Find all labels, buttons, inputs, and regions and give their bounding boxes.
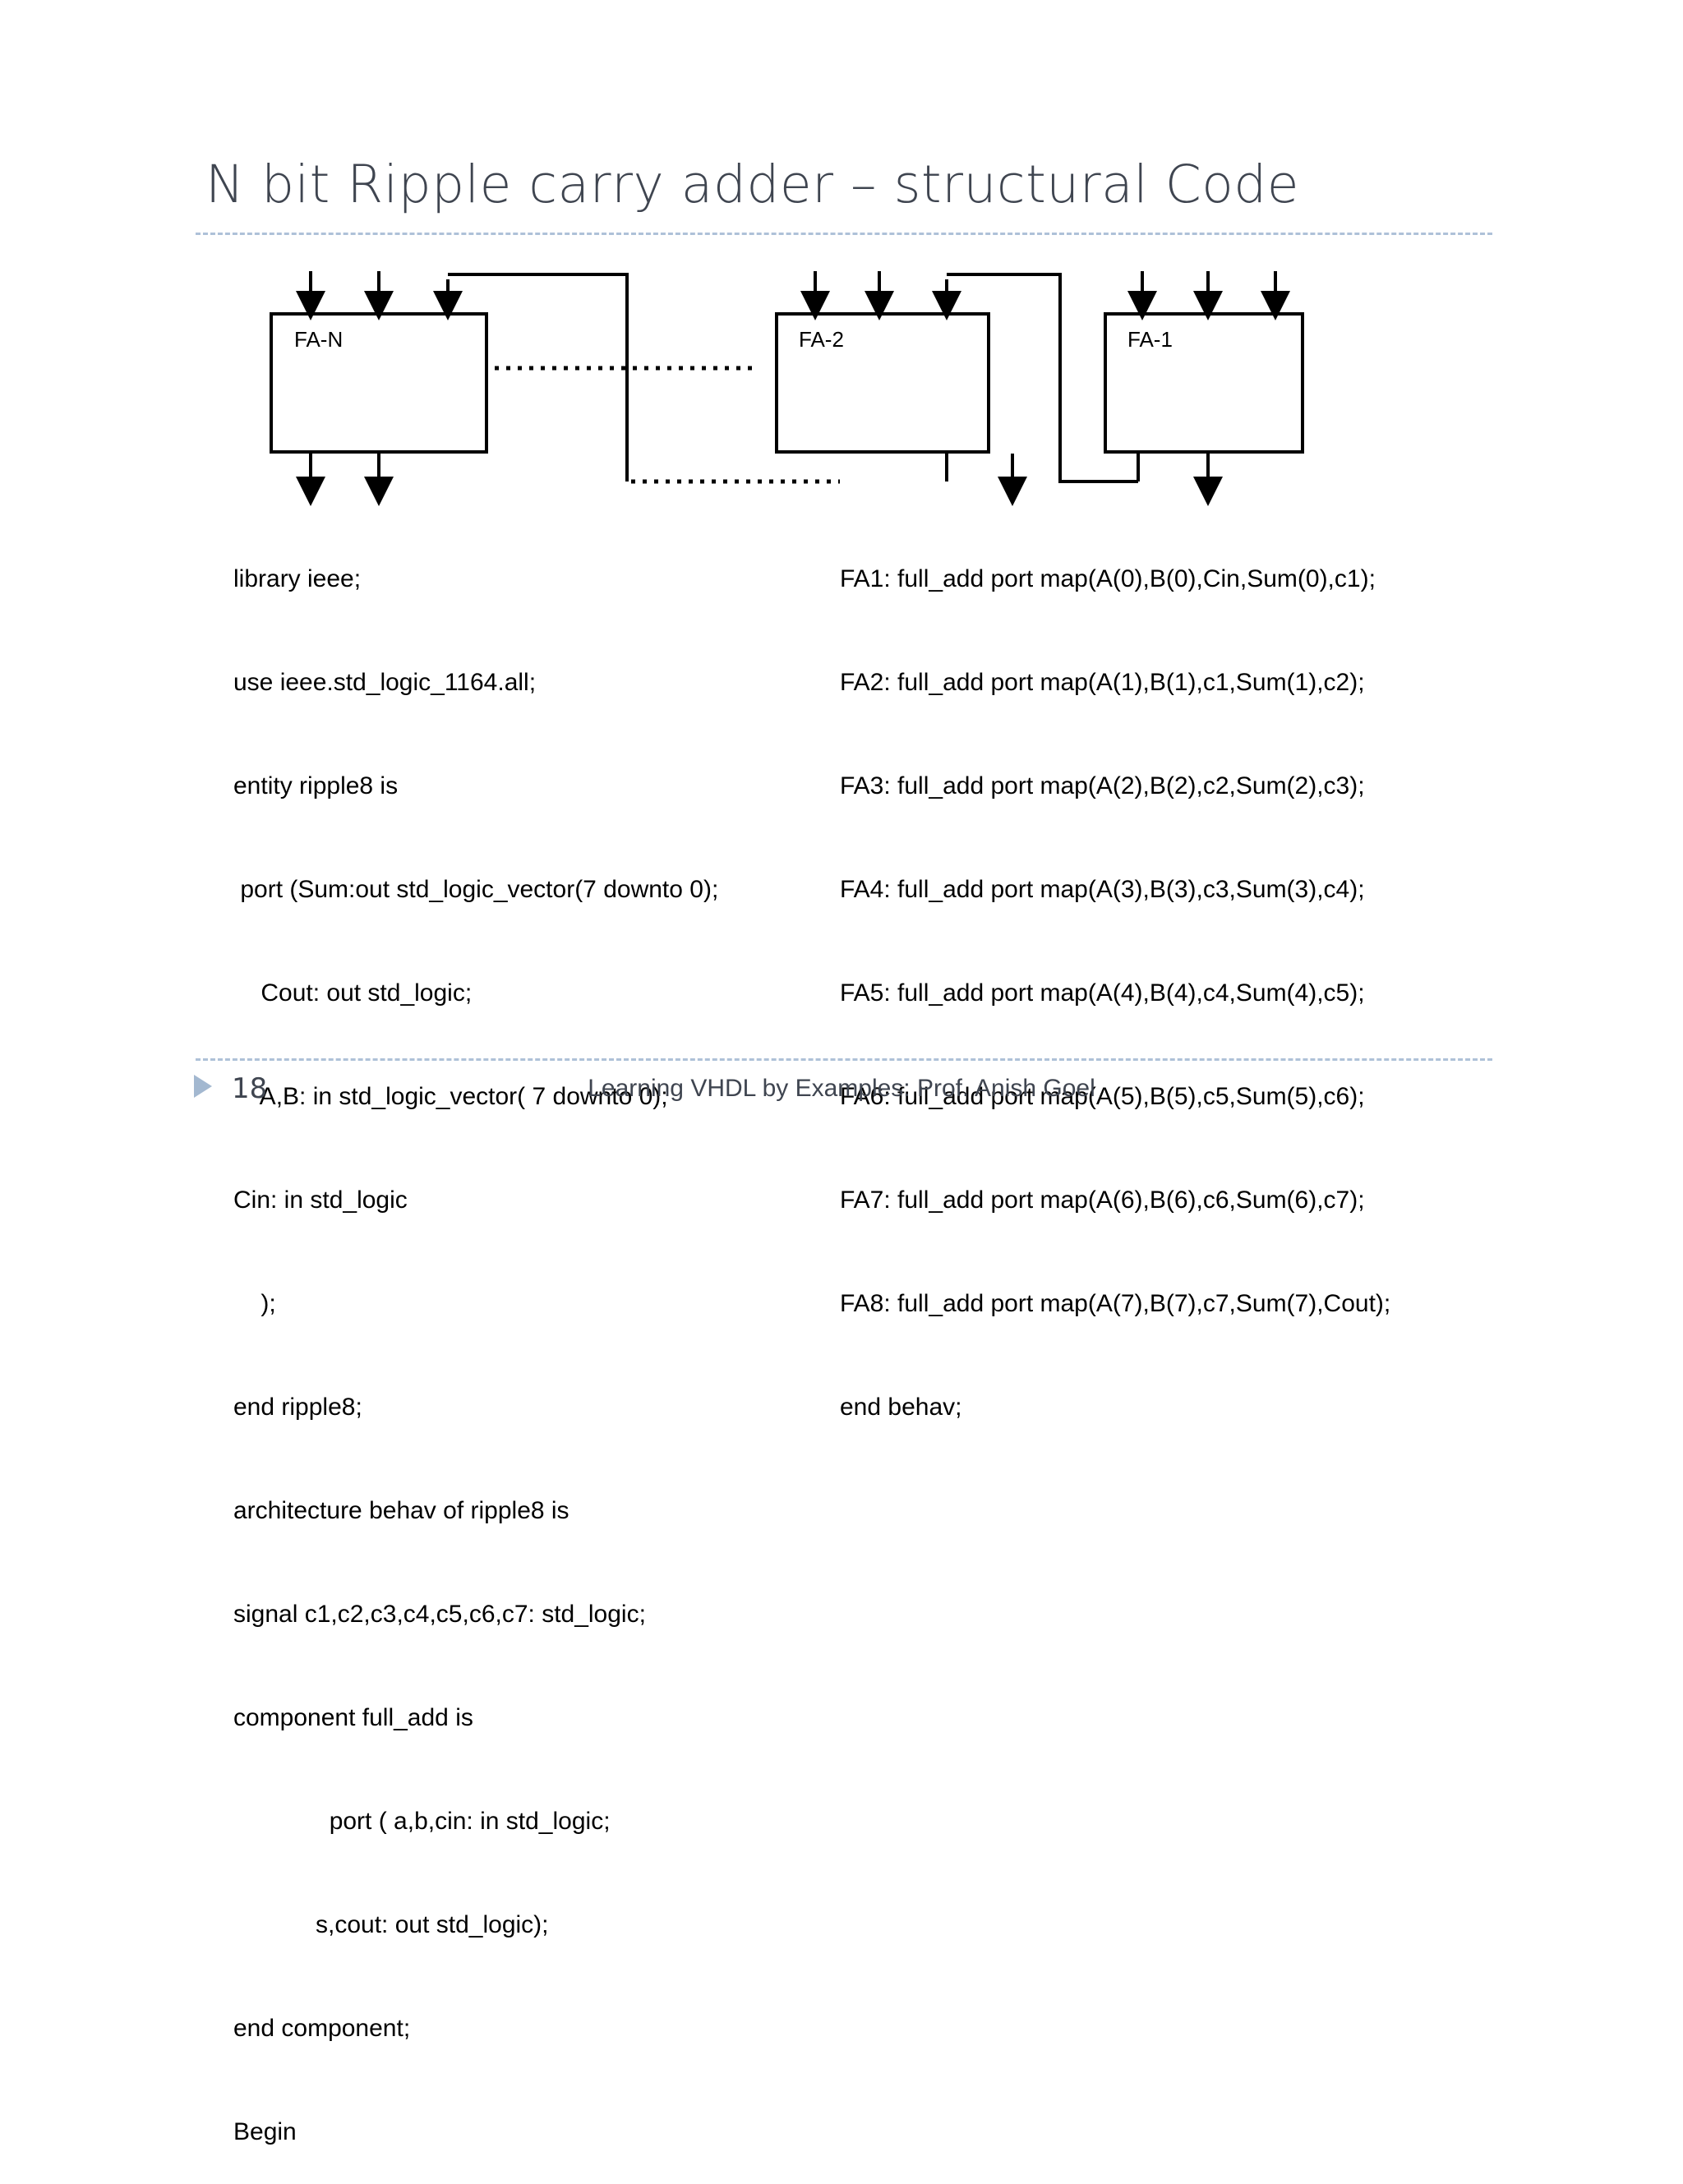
code-line: Cout: out std_logic; xyxy=(233,979,473,1007)
vhdl-code-left-column: library ieee; use ieee.std_logic_1164.al… xyxy=(233,493,809,2184)
code-line: Cin: in std_logic xyxy=(233,1186,408,1214)
footer-divider xyxy=(196,1058,1492,1061)
code-line: entity ripple8 is xyxy=(233,772,399,799)
code-line: FA3: full_add port map(A(2),B(2),c2,Sum(… xyxy=(840,772,1365,799)
code-line: FA4: full_add port map(A(3),B(3),c3,Sum(… xyxy=(840,876,1365,903)
code-line: A,B: in std_logic_vector( 7 downto 0); xyxy=(233,1083,668,1110)
code-line: component full_add is xyxy=(233,1704,473,1731)
fa-1-label: FA-1 xyxy=(1127,327,1173,352)
fa-n-carry-wire xyxy=(448,273,629,481)
code-line: end ripple8; xyxy=(233,1394,362,1421)
code-line: FA5: full_add port map(A(4),B(4),c4,Sum(… xyxy=(840,979,1365,1007)
code-line: port (Sum:out std_logic_vector(7 downto … xyxy=(233,876,719,903)
footer-attribution: Learning VHDL by Examples: Prof. Anish G… xyxy=(588,1075,1095,1102)
code-line: FA7: full_add port map(A(6),B(6),c6,Sum(… xyxy=(840,1186,1365,1214)
page-title: N bit Ripple carry adder – structural Co… xyxy=(205,154,1300,214)
code-line: FA2: full_add port map(A(1),B(1),c1,Sum(… xyxy=(840,669,1365,696)
code-line: FA6: full_add port map(A(5),B(5),c5,Sum(… xyxy=(840,1083,1365,1110)
code-line: ); xyxy=(233,1290,276,1317)
page-number: 18 xyxy=(232,1072,268,1105)
code-line: use ieee.std_logic_1164.all; xyxy=(233,669,537,696)
code-line: end component; xyxy=(233,2015,411,2042)
triangle-bullet-icon xyxy=(194,1075,212,1098)
code-line: FA1: full_add port map(A(0),B(0),Cin,Sum… xyxy=(840,565,1376,592)
code-line: port ( a,b,cin: in std_logic; xyxy=(233,1808,611,1835)
vhdl-code-right-column: FA1: full_add port map(A(0),B(0),Cin,Sum… xyxy=(840,493,1481,1459)
code-line: s,cout: out std_logic); xyxy=(233,1911,549,1938)
code-line: FA8: full_add port map(A(7),B(7),c7,Sum(… xyxy=(840,1290,1391,1317)
fa-2-label: FA-2 xyxy=(799,327,844,352)
title-divider xyxy=(196,233,1492,235)
code-line: signal c1,c2,c3,c4,c5,c6,c7: std_logic; xyxy=(233,1601,646,1628)
code-line: library ieee; xyxy=(233,565,362,592)
code-line: end behav; xyxy=(840,1394,962,1421)
fa-n-label: FA-N xyxy=(294,327,344,352)
fa-2-carry-wire xyxy=(947,273,1138,483)
code-line: Begin xyxy=(233,2118,297,2145)
code-line: architecture behav of ripple8 is xyxy=(233,1497,569,1524)
